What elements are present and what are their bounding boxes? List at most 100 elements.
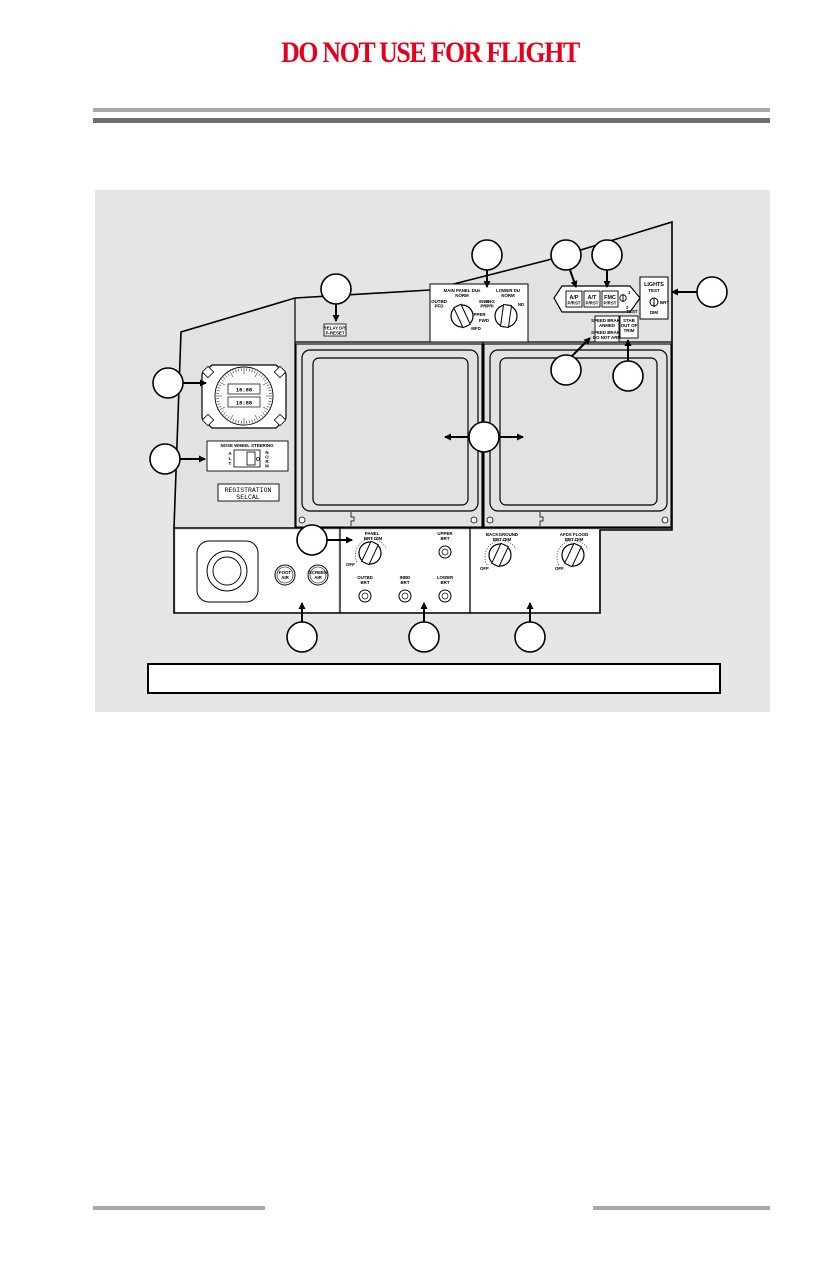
clock-tick — [254, 414, 259, 421]
clock-tick — [225, 375, 228, 378]
clock-tick — [227, 373, 230, 376]
nws-right-3: R — [265, 459, 269, 464]
afds-flood-knob[interactable] — [561, 542, 585, 568]
lower-du-pri: PRI — [486, 304, 493, 309]
clock-tick — [219, 381, 226, 386]
inboard-du-brightness-knob[interactable] — [398, 589, 412, 603]
speed-brake-annunciator: SPEED BRAKE ARMED SPEED BRAKE DO NOT ARM — [591, 315, 623, 343]
background-brightness-knob[interactable] — [488, 542, 512, 568]
lights-test-switch[interactable] — [649, 297, 659, 307]
lower-du-nd: ND — [518, 302, 524, 307]
main-du-pri: PRI — [480, 304, 487, 309]
lower-du-title: LOWER DU — [496, 288, 520, 293]
upper-du-brightness-knob[interactable] — [438, 545, 452, 559]
nose-wheel-steering-switch[interactable] — [246, 451, 256, 466]
inbd-brt-label-2: BRT — [400, 580, 409, 585]
main-panel-du-selector-knob[interactable] — [450, 303, 474, 329]
clock-tick — [262, 412, 265, 415]
clock-button-tr[interactable] — [273, 365, 287, 379]
clock: 18:88 18:88 — [201, 364, 287, 429]
lower-du-eng: ENG — [485, 299, 495, 304]
lights-test-panel: LIGHTS TEST BRT DIM — [639, 276, 669, 320]
callout-flood-lights — [514, 621, 546, 653]
relay-reset-placard: RELAY D/S P-RESET — [324, 323, 347, 337]
callout-markers — [149, 239, 728, 653]
lights-test-label: TEST — [648, 288, 660, 293]
test-label: TEST — [626, 309, 638, 314]
left-du-screen — [312, 357, 469, 506]
clock-tick — [219, 406, 226, 411]
header-rule-dark — [93, 118, 770, 123]
clock-tick — [221, 410, 224, 413]
nws-right-1: N — [265, 450, 268, 455]
callout-air-outlets — [286, 621, 318, 653]
callout-display-units — [468, 421, 500, 453]
clock-button-tl[interactable] — [201, 365, 215, 379]
callout-fmc-alert — [591, 239, 623, 271]
background-brt-scale: BRT DIM — [493, 537, 512, 542]
fmc-alert-light[interactable]: FMC P/RST — [601, 290, 619, 308]
callout-clock — [152, 367, 184, 399]
clock-tick — [218, 384, 222, 387]
test-position-1: 1 — [628, 290, 631, 295]
fmc-label: FMC — [604, 295, 616, 301]
fmc-prst: P/RST — [604, 301, 617, 306]
test-position-2: 2 — [626, 305, 629, 310]
lower-du-selector-knob[interactable] — [494, 303, 518, 329]
clock-tick — [216, 389, 220, 392]
panel-brt-off: OFF — [346, 562, 355, 567]
ap-label: A/P — [570, 295, 579, 301]
clock-tick — [232, 418, 235, 422]
screen-air-knob[interactable]: SCREEN AIR — [307, 564, 329, 586]
clock-tick — [266, 405, 270, 408]
clock-tick — [266, 384, 270, 387]
callout-stab-trim — [612, 360, 644, 392]
clock-button-br[interactable] — [273, 413, 287, 427]
at-prst: P/RST — [586, 301, 599, 306]
lower-du-norm: NORM — [501, 293, 515, 298]
right-du-screen — [499, 357, 658, 506]
footer-rule-right — [593, 1206, 770, 1210]
registration-label: REGISTRATION — [225, 487, 272, 494]
clock-tick — [248, 368, 251, 372]
nose-wheel-steering-panel: NOSE WHEEL STEERING A L T N O R M O — [206, 440, 289, 472]
do-not-use-for-flight-banner: DO NOT USE FOR FLIGHT — [281, 36, 580, 69]
inbd-brt-label-1: INBD — [400, 575, 411, 580]
display-select-panel: MAIN PANEL DUs NORM OUTBD PFD ENG PRI UP… — [429, 283, 529, 343]
lights-dim: DIM — [650, 310, 658, 315]
flood-light-panel: BACKGROUND BRT DIM OFF AFDS FLOOD BRT DI… — [471, 530, 599, 612]
clock-tick — [235, 419, 237, 423]
clock-tick — [264, 410, 267, 413]
panel-brightness-knob[interactable] — [358, 540, 382, 566]
afds-flood-scale: BRT DIM — [565, 537, 584, 542]
clock-tick — [229, 371, 234, 378]
ap-prst: P/RST — [568, 301, 581, 306]
left-display-unit — [295, 343, 483, 528]
clock-tick — [267, 403, 271, 405]
clock-tick — [216, 400, 220, 403]
nws-right-2: O — [265, 455, 269, 460]
figure-caption-box — [147, 663, 721, 694]
clock-tick — [227, 416, 230, 419]
outbd-brt-label-2: BRT — [360, 580, 369, 585]
clock-tick — [251, 369, 253, 373]
autopilot-disengage-light[interactable]: A/P P/RST — [565, 290, 583, 308]
main-panel-du-title: MAIN PANEL DUs — [444, 288, 481, 293]
outboard-du-brightness-knob[interactable] — [358, 589, 372, 603]
main-du-fwd: FWD — [479, 318, 489, 323]
clock-tick — [221, 379, 224, 382]
callout-speed-brake — [550, 354, 582, 386]
autothrottle-disengage-light[interactable]: A/T P/RST — [583, 290, 601, 308]
screen-air-label-1: SCREEN — [309, 570, 327, 575]
header-rule-light — [93, 108, 770, 112]
selcal-label: SELCAL — [236, 494, 260, 501]
disengage-test-switch[interactable] — [619, 294, 627, 302]
lower-du-brightness-knob[interactable] — [438, 589, 452, 603]
main-du-mfd: MFD — [471, 326, 481, 331]
main-du-outbd: OUTBD — [431, 299, 447, 304]
stab-line-3: TRIM — [624, 328, 635, 333]
callout-lights-test — [696, 276, 728, 308]
clock-button-bl[interactable] — [201, 413, 215, 427]
screen-air-label-2: AIR — [314, 575, 322, 580]
foot-air-knob[interactable]: FOOT AIR — [274, 564, 296, 586]
